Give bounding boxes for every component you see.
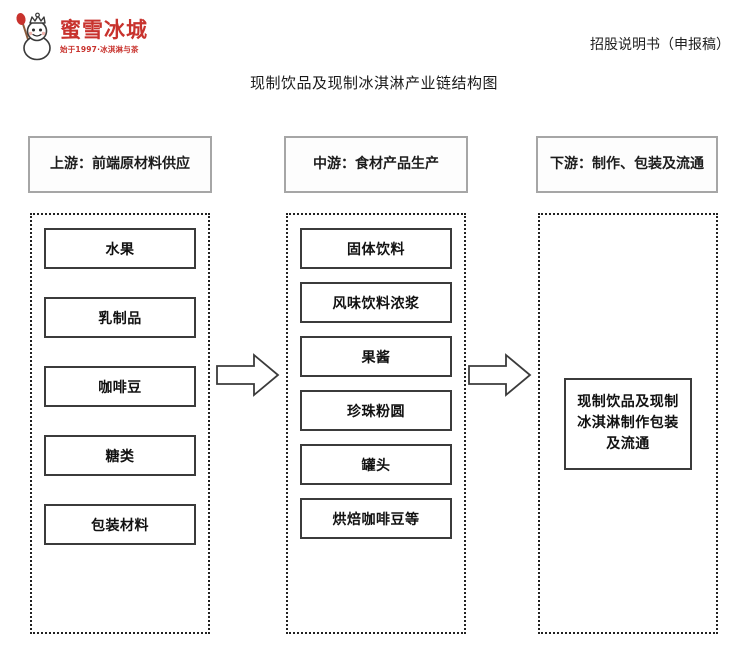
item-list-upstream: 水果 乳制品 咖啡豆 糖类 包装材料 bbox=[44, 228, 196, 619]
right-arrow-icon bbox=[468, 353, 532, 397]
item-box[interactable]: 水果 bbox=[44, 228, 196, 269]
item-box[interactable]: 咖啡豆 bbox=[44, 366, 196, 407]
column-upstream: 上游：前端原材料供应 水果 乳制品 咖啡豆 糖类 包装材料 bbox=[28, 136, 212, 634]
item-box[interactable]: 现制饮品及现制冰淇淋制作包装及流通 bbox=[564, 377, 692, 470]
page-header: 蜜雪冰城 始于1997·冰淇淋与茶 招股说明书（申报稿） bbox=[0, 0, 748, 70]
brand-name: 蜜雪冰城 bbox=[60, 18, 148, 43]
right-arrow-icon bbox=[216, 353, 280, 397]
item-list-midstream: 固体饮料 风味饮料浓浆 果酱 珍珠粉圆 罐头 烘焙咖啡豆等 bbox=[300, 228, 452, 619]
item-box[interactable]: 罐头 bbox=[300, 444, 452, 485]
column-header-midstream: 中游：食材产品生产 bbox=[284, 136, 468, 193]
item-box[interactable]: 风味饮料浓浆 bbox=[300, 282, 452, 323]
item-box[interactable]: 糖类 bbox=[44, 435, 196, 476]
brand-tagline: 始于1997·冰淇淋与茶 bbox=[60, 44, 139, 54]
document-label: 招股说明书（申报稿） bbox=[590, 37, 730, 53]
item-box[interactable]: 固体饮料 bbox=[300, 228, 452, 269]
page-title: 现制饮品及现制冰淇淋产业链结构图 bbox=[249, 74, 498, 92]
item-box[interactable]: 珍珠粉圆 bbox=[300, 390, 452, 431]
item-box[interactable]: 果酱 bbox=[300, 336, 452, 377]
column-body-midstream: 固体饮料 风味饮料浓浆 果酱 珍珠粉圆 罐头 烘焙咖啡豆等 bbox=[286, 213, 466, 634]
column-header-downstream: 下游：制作、包装及流通 bbox=[536, 136, 718, 193]
item-list-downstream: 现制饮品及现制冰淇淋制作包装及流通 bbox=[552, 228, 704, 619]
item-box[interactable]: 烘焙咖啡豆等 bbox=[300, 498, 452, 539]
snowman-mascot-icon bbox=[12, 12, 58, 62]
column-downstream: 下游：制作、包装及流通 现制饮品及现制冰淇淋制作包装及流通 bbox=[536, 136, 718, 634]
item-box[interactable]: 包装材料 bbox=[44, 504, 196, 545]
column-header-upstream: 上游：前端原材料供应 bbox=[28, 136, 212, 193]
column-body-upstream: 水果 乳制品 咖啡豆 糖类 包装材料 bbox=[30, 213, 210, 634]
brand-logo: 蜜雪冰城 始于1997·冰淇淋与茶 bbox=[12, 12, 160, 62]
column-body-downstream: 现制饮品及现制冰淇淋制作包装及流通 bbox=[538, 213, 718, 634]
item-box[interactable]: 乳制品 bbox=[44, 297, 196, 338]
column-midstream: 中游：食材产品生产 固体饮料 风味饮料浓浆 果酱 珍珠粉圆 罐头 烘焙咖啡豆等 bbox=[284, 136, 468, 634]
